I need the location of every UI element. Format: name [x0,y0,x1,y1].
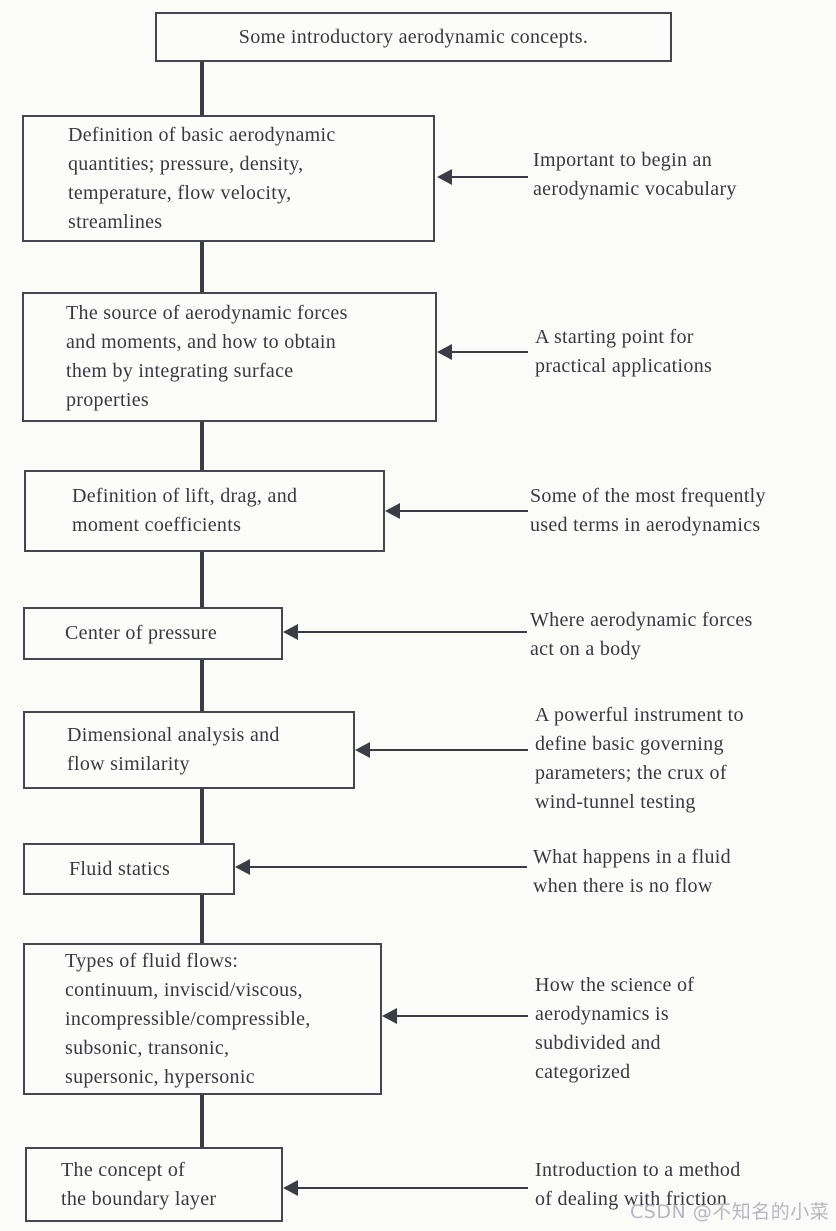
annotation-aerodynamic-forces: A starting point for practical applicati… [535,326,713,377]
annotation-fluid-statics: What happens in a fluid when there is no… [533,846,731,897]
arrowhead-icon [437,344,452,360]
flow-box-intro-concepts: Some introductory aerodynamic concepts. [155,12,672,62]
flow-box-fluid-statics: Fluid statics [23,843,235,895]
flow-box-label: Dimensional analysis and flow similarity [67,724,280,775]
arrowhead-icon [283,624,298,640]
flow-box-label: Types of fluid flows: continuum, invisci… [65,949,311,1088]
arrowhead-icon [283,1180,298,1196]
arrowhead-icon [437,169,452,185]
arrow-shaft [293,1187,528,1189]
annotation-basic-quantities: Important to begin an aerodynamic vocabu… [533,149,737,200]
annotation-center-of-pressure: Where aerodynamic forces act on a body [530,609,753,660]
flow-box-label: Fluid statics [69,857,171,880]
arrowhead-icon [235,859,250,875]
flow-box-label: The concept of the boundary layer [61,1158,217,1210]
flow-box-label: Definition of lift, drag, and moment coe… [72,485,298,536]
arrowhead-icon [355,742,370,758]
left-arrow-icon [437,169,528,185]
arrow-shaft [447,351,528,353]
left-arrow-icon [283,1180,528,1196]
left-arrow-icon [235,859,527,875]
annotation-types-of-fluid-flows: How the science of aerodynamics is subdi… [535,974,695,1083]
arrowhead-icon [385,503,400,519]
arrow-shaft [392,1015,528,1017]
arrowhead-icon [382,1008,397,1024]
flow-box-center-of-pressure: Center of pressure [23,607,283,660]
arrow-shaft [365,749,528,751]
left-arrow-icon [355,742,528,758]
arrow-shaft [293,631,527,633]
arrow-shaft [245,866,527,868]
watermark: CSDN @不知名的小菜 [630,1201,830,1223]
flow-box-aerodynamic-forces: The source of aerodynamic forces and mom… [22,292,437,422]
flow-box-label: Center of pressure [65,622,218,644]
left-arrow-icon [283,624,527,640]
left-arrow-icon [382,1008,528,1024]
flow-box-label: Some introductory aerodynamic concepts. [238,25,589,48]
left-arrow-icon [437,344,528,360]
left-arrow-icon [385,503,528,519]
flow-box-types-of-fluid-flows: Types of fluid flows: continuum, invisci… [23,943,382,1095]
flow-box-label: The source of aerodynamic forces and mom… [66,302,348,411]
annotation-dimensional-analysis: A powerful instrument to define basic go… [535,704,744,813]
flowchart-spine-line [200,60,204,1152]
arrow-shaft [395,510,528,512]
flow-box-lift-drag-coefficients: Definition of lift, drag, and moment coe… [24,470,385,552]
flow-box-boundary-layer: The concept of the boundary layer [25,1147,283,1222]
flow-box-dimensional-analysis: Dimensional analysis and flow similarity [23,711,355,789]
annotation-boundary-layer: Introduction to a method of dealing with… [535,1159,741,1210]
flow-box-basic-quantities: Definition of basic aerodynamic quantiti… [22,115,435,242]
annotation-lift-drag-coefficients: Some of the most frequently used terms i… [530,485,766,536]
arrow-shaft [447,176,528,178]
flow-box-label: Definition of basic aerodynamic quantiti… [68,123,336,233]
